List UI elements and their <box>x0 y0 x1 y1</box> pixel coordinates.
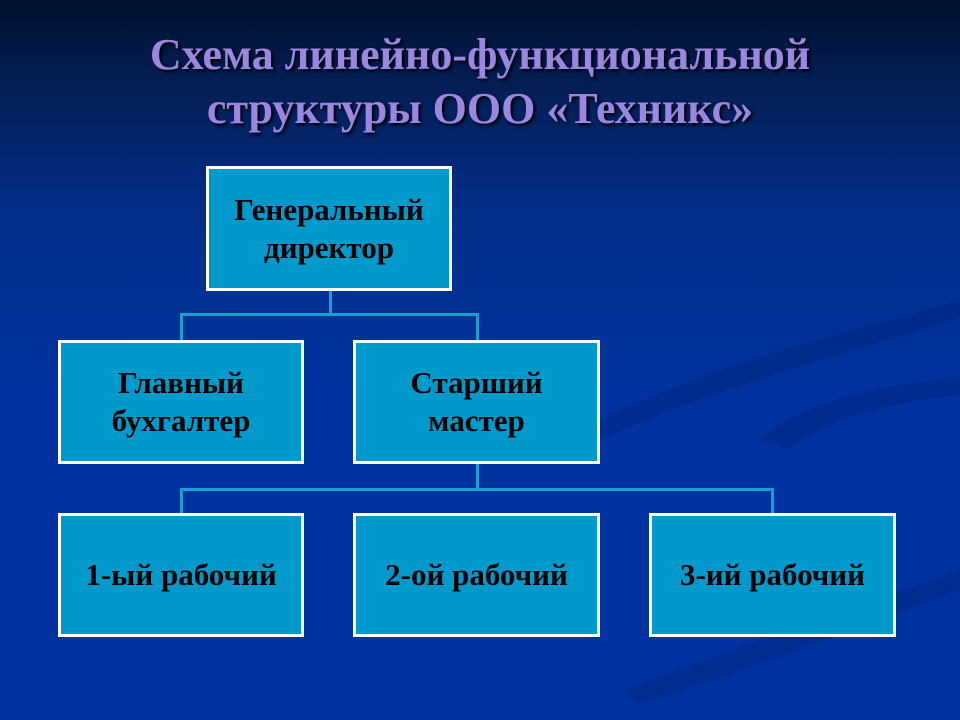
node-worker-3-label: 3-ий рабочий <box>679 557 866 592</box>
node-senior-master-line-1: Старший <box>410 365 543 400</box>
node-chief-accountant-line-1: Главный <box>118 365 244 400</box>
node-general-director: Генеральный директор <box>206 166 452 291</box>
node-general-director-line-1: Генеральный <box>234 191 424 227</box>
connector-master-down <box>476 463 479 490</box>
node-worker-1-label: 1-ый рабочий <box>85 557 277 592</box>
slide-title-line-2: структуры ООО «Техникс» <box>206 84 754 133</box>
connector-to-senior-master <box>476 313 479 341</box>
connector-to-worker-3 <box>771 488 774 514</box>
node-senior-master-line-2: мастер <box>428 403 525 438</box>
node-senior-master: Старший мастер <box>353 340 600 464</box>
node-worker-3: 3-ий рабочий <box>649 513 896 637</box>
node-general-director-line-2: директор <box>264 229 394 265</box>
slide-title-line-1: Схема линейно-функциональной <box>149 30 811 79</box>
connector-root-down <box>329 290 332 315</box>
node-chief-accountant: Главный бухгалтер <box>58 340 304 464</box>
node-worker-1: 1-ый рабочий <box>58 513 304 637</box>
connector-to-chief-accountant <box>180 313 183 341</box>
node-chief-accountant-line-2: бухгалтер <box>111 403 251 438</box>
node-worker-2-label: 2-ой рабочий <box>385 557 568 592</box>
connector-to-worker-1 <box>180 488 183 514</box>
connector-level3-horizontal <box>180 488 774 491</box>
node-worker-2: 2-ой рабочий <box>353 513 600 637</box>
connector-level2-horizontal <box>180 313 479 316</box>
slide-title: Схема линейно-функциональной структуры О… <box>0 28 960 136</box>
